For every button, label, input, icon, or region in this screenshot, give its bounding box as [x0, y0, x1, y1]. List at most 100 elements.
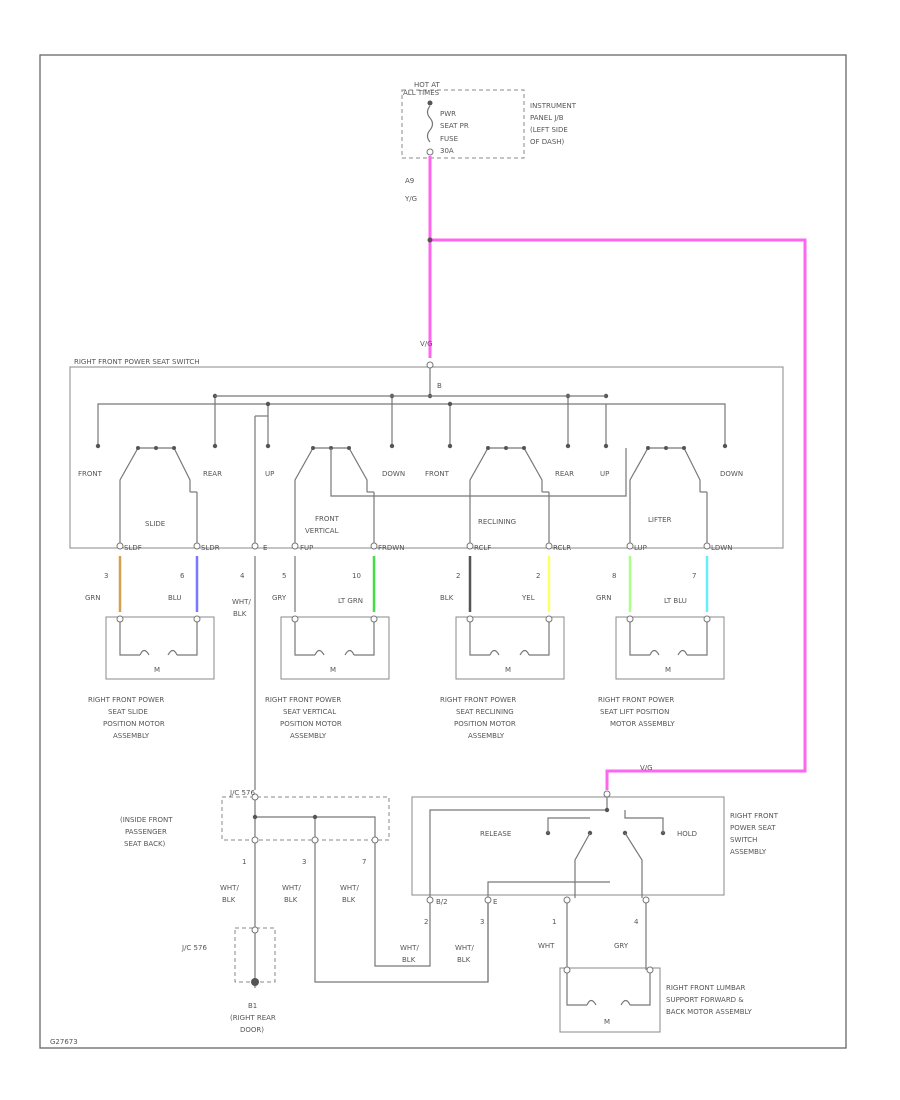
wire-color-9: LT BLU	[664, 597, 687, 605]
motor-wires	[118, 556, 709, 612]
lumbar-motor: M RIGHT FRONT LUMBAR SUPPORT FORWARD & B…	[559, 966, 753, 1033]
fuse-block: HOT AT ALL TIMES PWR SEAT PR FUSE 30A IN…	[401, 81, 577, 203]
motor-2-line-2: SEAT VERTICAL	[283, 708, 336, 716]
lumbar-wire-wht: WHT	[538, 942, 555, 950]
wire-color-1: GRN	[85, 594, 101, 602]
wire-color-3b: BLK	[233, 610, 247, 618]
power-seat-switch: RIGHT FRONT POWER SEAT SWITCH B	[69, 358, 784, 552]
power-feed-wires	[428, 156, 807, 790]
wire-pin-4: 5	[282, 572, 286, 580]
switch-title: RIGHT FRONT POWER SEAT SWITCH	[74, 358, 199, 366]
lumbar-term-e: E	[493, 898, 497, 906]
fuse-hot-label: HOT AT	[414, 81, 441, 89]
motor-3-line-1: RIGHT FRONT POWER	[440, 696, 516, 704]
motor-slide: M	[105, 615, 215, 680]
lumbar-motor-symbol: M	[604, 1018, 610, 1026]
motor-3-line-3: POSITION MOTOR	[454, 720, 516, 728]
motor-1-line-1: RIGHT FRONT POWER	[88, 696, 164, 704]
term-lup: LUP	[634, 544, 647, 552]
jc-label: J/C 576	[229, 789, 255, 797]
jc-wire-1-b: BLK	[222, 896, 236, 904]
lumbar-pin-3: 3	[480, 918, 484, 926]
fuse-location-2: PANEL J/B	[530, 114, 564, 122]
term-ldwn: LDWN	[711, 544, 732, 552]
lumbar-motor-label-2: SUPPORT FORWARD &	[666, 996, 744, 1004]
jc-pin-2: 3	[302, 858, 306, 866]
lumbar-motor-label-3: BACK MOTOR ASSEMBLY	[666, 1008, 753, 1016]
lumbar-switch-label-3: SWITCH	[730, 836, 757, 844]
switch-top-pin-label: V/G	[420, 340, 433, 348]
term-e: E	[263, 544, 267, 552]
lumbar-feed-circuit: V/G	[640, 764, 653, 772]
jc-wire-2-a: WHT/	[282, 884, 301, 892]
motor-vertical: M	[280, 615, 390, 680]
wire-pin-2: 6	[180, 572, 185, 580]
ground-label-2: DOOR)	[240, 1026, 264, 1034]
group-lifter: LIFTER	[648, 516, 672, 524]
wire-color-2: BLU	[168, 594, 181, 602]
jc-wire-3-b: BLK	[342, 896, 356, 904]
motor-4-line-1: RIGHT FRONT POWER	[598, 696, 674, 704]
ground-label-1: (RIGHT REAR	[230, 1014, 276, 1022]
jc-location-2: PASSENGER	[125, 828, 167, 836]
jc-location-3: SEAT BACK)	[124, 840, 166, 848]
motor-lift: M	[615, 615, 725, 680]
lumbar-hold-label: HOLD	[677, 830, 697, 838]
lumbar-wire-a-2: BLK	[402, 956, 416, 964]
motor-reclining: M	[455, 615, 565, 680]
motor-3-line-4: ASSEMBLY	[468, 732, 505, 740]
term-rclf: RCLF	[474, 544, 491, 552]
term-frdwn: FRDWN	[378, 544, 404, 552]
term-sldr: SLDR	[201, 544, 220, 552]
term-sldf: SLDF	[124, 544, 142, 552]
lumbar-motor-label-1: RIGHT FRONT LUMBAR	[666, 984, 746, 992]
label-vertical-up: UP	[265, 470, 274, 478]
motor-reclining-symbol: M	[505, 666, 511, 674]
lumbar-wire-gry: GRY	[614, 942, 629, 950]
fuse-location-3: (LEFT SIDE	[530, 126, 568, 134]
switch-top-node: B	[437, 382, 442, 390]
wire-pin-1: 3	[104, 572, 108, 580]
group-vertical: VERTICAL	[305, 527, 339, 535]
lumbar-pin-1: 1	[552, 918, 556, 926]
label-slide-rear: REAR	[203, 470, 222, 478]
fuse-location-1: INSTRUMENT	[530, 102, 577, 110]
wire-pin-7: 2	[536, 572, 540, 580]
jc-pin-1: 1	[242, 858, 246, 866]
motor-3-line-2: SEAT RECLINING	[456, 708, 514, 716]
jc-pin-3: 7	[362, 858, 366, 866]
fuse-name-4: 30A	[440, 147, 454, 155]
motor-1-line-2: SEAT SLIDE	[108, 708, 148, 716]
lumbar-switch: RELEASE HOLD B/2 E RIGHT FRONT POWER SEA…	[400, 790, 779, 982]
motor-lift-symbol: M	[665, 666, 671, 674]
label-lifter-down: DOWN	[720, 470, 743, 478]
motor-1-line-4: ASSEMBLY	[113, 732, 150, 740]
junction-connector: J/C 576 (INSIDE FRONT PASSENGER SEAT BAC…	[120, 789, 610, 988]
wire-pin-9: 7	[692, 572, 696, 580]
wire-color-5: LT GRN	[338, 597, 363, 605]
motor-1-line-3: POSITION MOTOR	[103, 720, 165, 728]
jc-wire-1-a: WHT/	[220, 884, 239, 892]
lumbar-release-label: RELEASE	[480, 830, 511, 838]
label-recline-rear: REAR	[555, 470, 574, 478]
diagram-border	[39, 54, 847, 1049]
wire-color-3: WHT/	[232, 598, 251, 606]
wire-pin-6: 2	[456, 572, 460, 580]
ground-junction: J/C 576 B1 (RIGHT REAR DOOR)	[181, 926, 276, 1034]
fuse-name-1: PWR	[440, 110, 456, 118]
lumbar-wire-b-1: WHT/	[455, 944, 474, 952]
fuse-hot-label-2: ALL TIMES	[403, 89, 440, 97]
term-rclr: RCLR	[553, 544, 571, 552]
motor-4-line-3: MOTOR ASSEMBLY	[610, 720, 675, 728]
motor-slide-symbol: M	[154, 666, 160, 674]
motor-2-line-4: ASSEMBLY	[290, 732, 327, 740]
fuse-circuit-label: Y/G	[404, 195, 417, 203]
motor-4-line-2: SEAT LIFT POSITION	[600, 708, 669, 716]
lumbar-pin-2: 2	[424, 918, 428, 926]
lumbar-switch-label-1: RIGHT FRONT	[730, 812, 779, 820]
wire-labels: 3 GRN 6 BLU 4 WHT/ BLK 5 GRY 10 LT GRN 2…	[85, 572, 696, 618]
label-slide-front: FRONT	[78, 470, 103, 478]
jc2-label: J/C 576	[181, 944, 207, 952]
wire-color-6: BLK	[440, 594, 454, 602]
